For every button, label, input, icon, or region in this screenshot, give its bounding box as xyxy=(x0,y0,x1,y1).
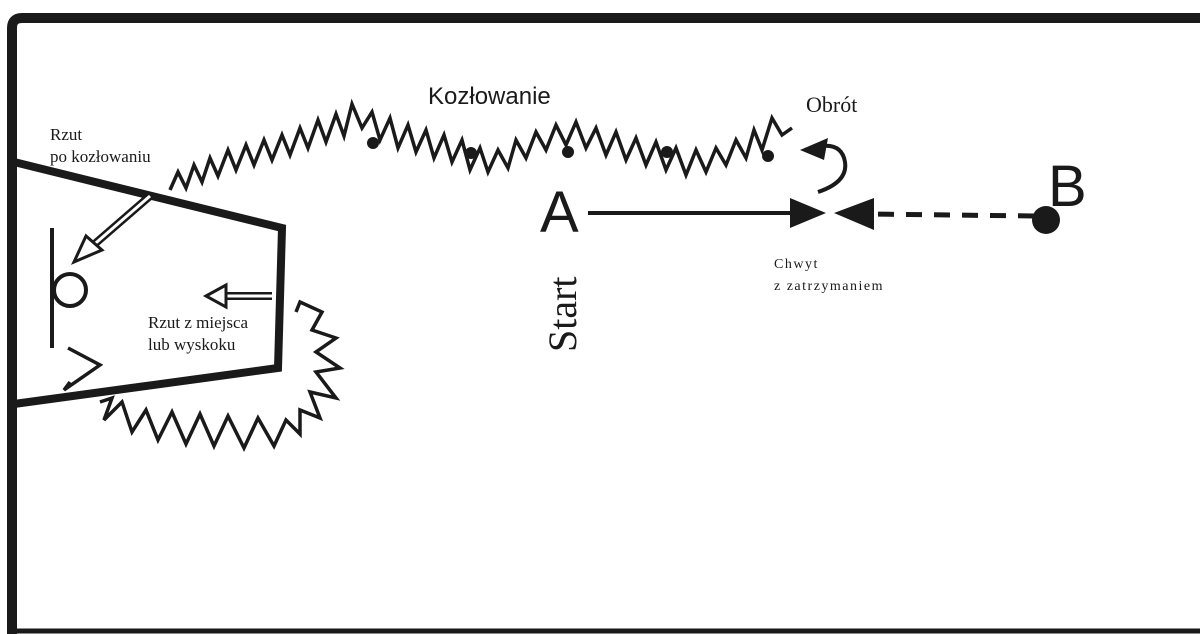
turn-arc xyxy=(817,143,848,194)
basket-hoop xyxy=(52,272,88,308)
pass-arrowhead xyxy=(834,198,874,230)
label-shot-after-dribble-1: Rzut xyxy=(50,125,82,144)
court-boundary xyxy=(7,13,1200,634)
shot-after-dribble-arrow xyxy=(71,192,153,265)
label-catch-2: z zatrzymaniem xyxy=(774,279,884,294)
zigzag-around-key xyxy=(62,299,345,453)
label-shot-standing-2: lub wyskoku xyxy=(148,335,236,354)
dribble-bounce-dot xyxy=(367,137,379,149)
shot-standing-arrow xyxy=(202,282,272,310)
dribble-bounce-dot xyxy=(661,146,673,158)
turn-arrowhead xyxy=(800,138,828,160)
label-dribbling: Kozłowanie xyxy=(428,83,551,110)
label-player-a: A xyxy=(540,180,579,245)
label-player-b: B xyxy=(1048,154,1087,219)
dribble-bounce-dot xyxy=(465,147,477,159)
label-catch-1: Chwyt xyxy=(774,257,819,272)
label-shot-after-dribble-2: po kozłowaniu xyxy=(50,147,151,166)
dribble-bounce-dot xyxy=(562,146,574,158)
pass-line-dashed xyxy=(867,211,1035,219)
player-b-marker xyxy=(1032,206,1060,234)
label-shot-standing-1: Rzut z miejsca xyxy=(148,313,249,332)
dribble-path-zigzag xyxy=(168,98,794,193)
label-start: Start xyxy=(540,276,585,352)
label-turn: Obrót xyxy=(806,92,857,117)
run-arrowhead xyxy=(790,198,826,228)
dribble-bounce-dot xyxy=(762,150,774,162)
